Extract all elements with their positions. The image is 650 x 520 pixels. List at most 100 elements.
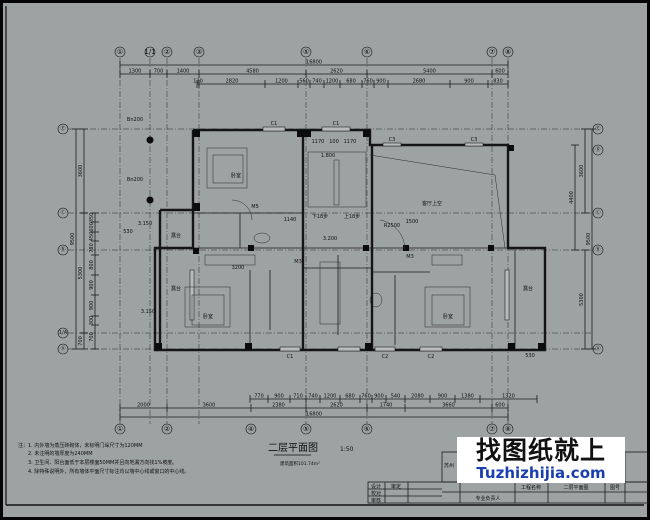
axis-bubble	[57, 343, 69, 355]
window-label: C3	[389, 137, 396, 143]
axis-label-right: Ⓔ	[595, 125, 600, 132]
note-3: 3. 卫生间、阳台面低于本层楼面50MM并且向地漏方向找1%坡度。	[28, 459, 177, 466]
dim-label: 1170	[344, 139, 357, 145]
drawing-scale: 1:50	[340, 446, 354, 453]
axis-label-left: 1/A	[59, 330, 68, 336]
door-label: M3	[406, 254, 414, 260]
room-label-bedroom: 卧室	[443, 313, 453, 320]
dim-top-detail: 760	[363, 79, 373, 85]
axis-bubble	[245, 423, 257, 435]
axis-bubble	[161, 46, 173, 58]
dim-top-detail: 830	[493, 79, 503, 85]
window-label: C1	[271, 121, 278, 127]
dim-label: 530	[525, 353, 535, 359]
axis-label-top: ⑤	[303, 48, 309, 56]
notes: 注：1. 内外墙为蒸压砖砌体，未标明门垛尺寸为120MM 2. 未注明的墙厚度为…	[18, 442, 189, 475]
dim-left-inner: 900	[89, 280, 95, 290]
beam-label: Bn200	[127, 117, 143, 123]
stair-down-label: 下18步	[312, 214, 328, 220]
dim-bottom-axis: 2620	[330, 403, 343, 409]
axis-bubble	[361, 423, 373, 435]
dim-top-detail: 900	[464, 79, 474, 85]
room-label-bedroom: 卧室	[231, 172, 241, 179]
axis-bubble	[300, 46, 312, 58]
dim-bottom-detail: 1320	[502, 394, 515, 400]
downpipe-icon	[146, 136, 154, 144]
note-2: 2. 未注明的墙厚度为240MM	[28, 450, 93, 457]
axis-label-right: Ⓓ	[595, 146, 600, 153]
axis-bubble	[361, 46, 373, 58]
dim-top-detail: 2820	[226, 79, 239, 85]
stair-up-label: 上18步	[344, 213, 360, 220]
axis-bubble	[502, 46, 514, 58]
axis-label-top: ②	[164, 48, 170, 56]
floor-area: 建筑面积101.74m²	[280, 460, 320, 467]
dim-top-axis: 1400	[177, 69, 190, 75]
axis-bubble	[114, 46, 126, 58]
axis-label-bottom: ②	[164, 425, 170, 433]
tb-cell: 设计	[371, 483, 381, 490]
axis-bubble	[486, 46, 498, 58]
room-label-void: 客厅上空	[422, 200, 442, 207]
dim-top-axis: 700	[154, 69, 164, 75]
room-label-terrace: 露台	[523, 285, 533, 292]
dim-top-detail: 680	[346, 79, 356, 85]
tb-cell: 图号	[610, 485, 620, 491]
note-1: 注：1. 内外墙为蒸压砖砌体，未标明门垛尺寸为120MM	[18, 442, 143, 449]
dim-left-total: 9500	[70, 233, 76, 246]
dim-label: 1170	[312, 139, 325, 145]
room-label-terrace: 露台	[171, 285, 181, 292]
axis-label-bottom: ④	[248, 425, 254, 433]
door-label: M5	[251, 204, 259, 210]
dim-top-axis: 2620	[330, 69, 343, 75]
elevation-label: 1.800	[321, 153, 335, 159]
dim-left-inner: 780	[89, 243, 95, 253]
dim-right: 4400	[569, 191, 575, 204]
dim-bottom-detail: 540	[391, 394, 401, 400]
axis-label-bottom: ⑥	[364, 425, 370, 433]
axis-bubble	[114, 423, 126, 435]
dim-bottom-detail: 760	[361, 394, 371, 400]
dim-bottom-axis: 2000	[137, 403, 150, 409]
axis-bubble	[57, 123, 69, 135]
dim-top-axis: 5400	[423, 69, 436, 75]
dim-bottom-detail: 1380	[461, 394, 474, 400]
dim-bottom-detail: 770	[254, 394, 264, 400]
dim-bottom-detail: 1200	[324, 394, 337, 400]
tb-cell: 二层平面图	[563, 485, 588, 491]
axis-bubble	[57, 327, 69, 339]
dim-bottom-detail: 740	[308, 394, 318, 400]
walls	[153, 128, 547, 352]
axis-label-top: 1/1	[144, 48, 155, 56]
room-label-terrace: 露台	[171, 232, 181, 239]
dim-label: 530	[123, 229, 133, 235]
axis-label-top: ⑧	[505, 48, 511, 56]
axis-bubble	[592, 207, 604, 219]
axis-label-top: ⑥	[364, 48, 370, 56]
beam-label: Bn200	[127, 177, 143, 183]
watermark: 找图纸就上 Tuzhizhijia.com	[457, 437, 625, 483]
dim-bottom-axis: 3660	[442, 403, 455, 409]
elevation-label: 3.150	[141, 309, 155, 315]
window-label: C2	[428, 354, 435, 360]
tb-cell: 审核	[371, 497, 381, 504]
window-label: C3	[471, 137, 478, 143]
project-prefix: 苏州	[444, 462, 454, 469]
dim-right-total: 9500	[586, 233, 592, 246]
staircase: 1.800 下18步 上18步 3.200 1170 100 1170	[307, 139, 367, 242]
elevation-label: 3.200	[323, 236, 337, 242]
axis-bubble	[161, 423, 173, 435]
dim-bottom-detail: 900	[374, 394, 384, 400]
dim-left-inner: 700	[89, 332, 95, 342]
axis-label-right: Ⓒ	[595, 209, 600, 216]
axis-label-top: ③	[196, 48, 202, 56]
watermark-url[interactable]: Tuzhizhijia.com	[476, 464, 606, 482]
title-block: 苏州 设计 校对 审核 审定 专业负责人 工程名称 二层平面图 图号	[367, 451, 649, 504]
window-label: C1	[287, 354, 294, 360]
axis-bubble	[144, 46, 156, 58]
axis-label-left: Ⓑ	[60, 246, 65, 253]
dim-bottom-axis: 1740	[380, 403, 393, 409]
downpipe-icon	[146, 196, 154, 204]
tb-cell: 审定	[391, 483, 401, 490]
